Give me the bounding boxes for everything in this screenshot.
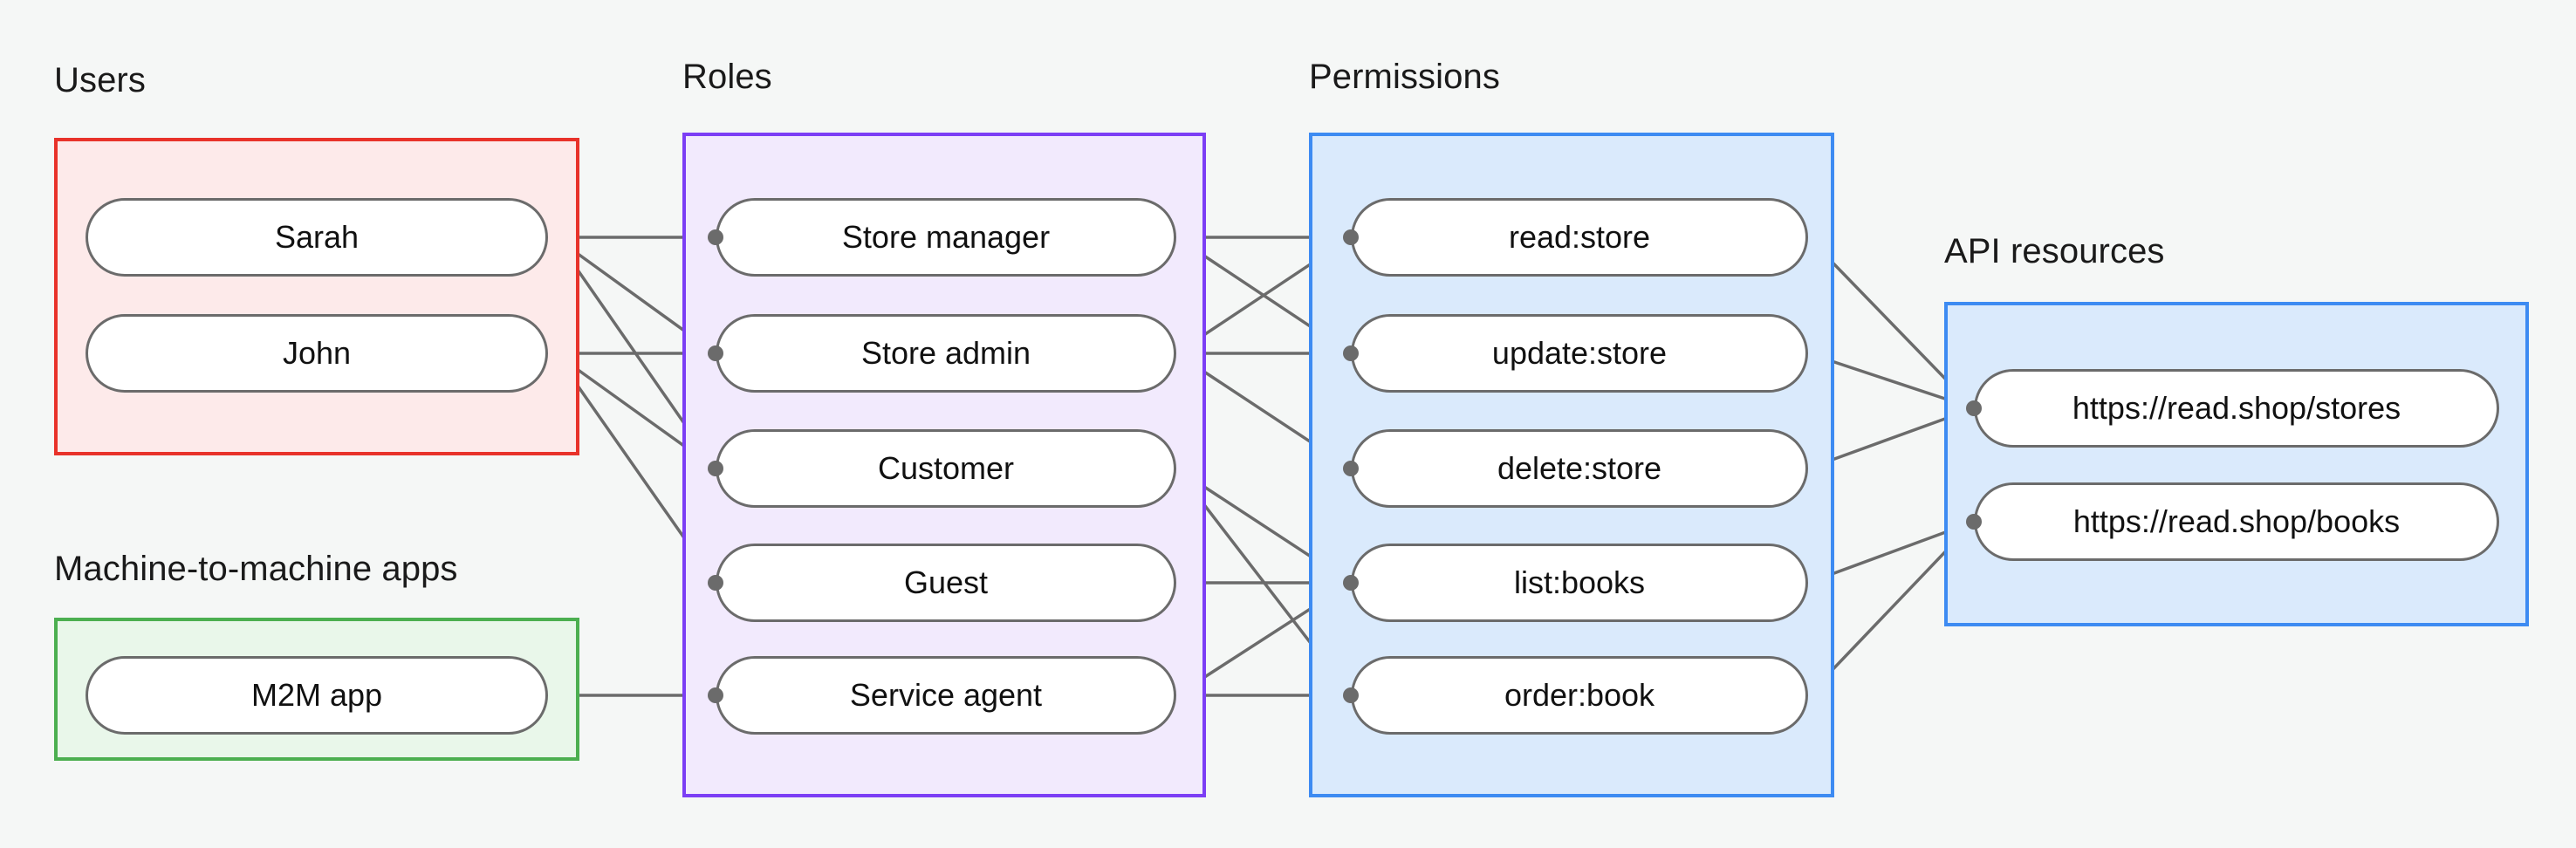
group-label-users: Users [54,61,146,99]
node-customer[interactable]: Customer [716,429,1176,508]
node-read-store[interactable]: read:store [1351,198,1808,277]
group-label-permissions: Permissions [1309,58,1500,96]
node-list-books[interactable]: list:books [1351,544,1808,622]
node-m2m-app[interactable]: M2M app [86,656,548,735]
anchor-dot-update-store [1343,345,1359,361]
anchor-dot-store-manager [708,229,723,245]
anchor-dot-list-books [1343,575,1359,591]
anchor-dot-delete-store [1343,461,1359,476]
group-box-users [54,138,579,455]
group-label-roles: Roles [682,58,772,96]
node-store-admin[interactable]: Store admin [716,314,1176,393]
node-sarah[interactable]: Sarah [86,198,548,277]
node-store-manager[interactable]: Store manager [716,198,1176,277]
group-label-api-resources: API resources [1944,232,2165,270]
node-url-books[interactable]: https://read.shop/books [1974,482,2499,561]
anchor-dot-url-books [1966,514,1982,530]
node-update-store[interactable]: update:store [1351,314,1808,393]
anchor-dot-service-agent [708,687,723,703]
group-box-api-resources [1944,302,2529,626]
anchor-dot-order-book [1343,687,1359,703]
anchor-dot-customer [708,461,723,476]
node-service-agent[interactable]: Service agent [716,656,1176,735]
anchor-dot-read-store [1343,229,1359,245]
node-john[interactable]: John [86,314,548,393]
anchor-dot-store-admin [708,345,723,361]
group-label-m2m: Machine-to-machine apps [54,550,458,588]
anchor-dot-url-stores [1966,400,1982,416]
node-delete-store[interactable]: delete:store [1351,429,1808,508]
node-order-book[interactable]: order:book [1351,656,1808,735]
anchor-dot-guest [708,575,723,591]
node-guest[interactable]: Guest [716,544,1176,622]
node-url-stores[interactable]: https://read.shop/stores [1974,369,2499,448]
